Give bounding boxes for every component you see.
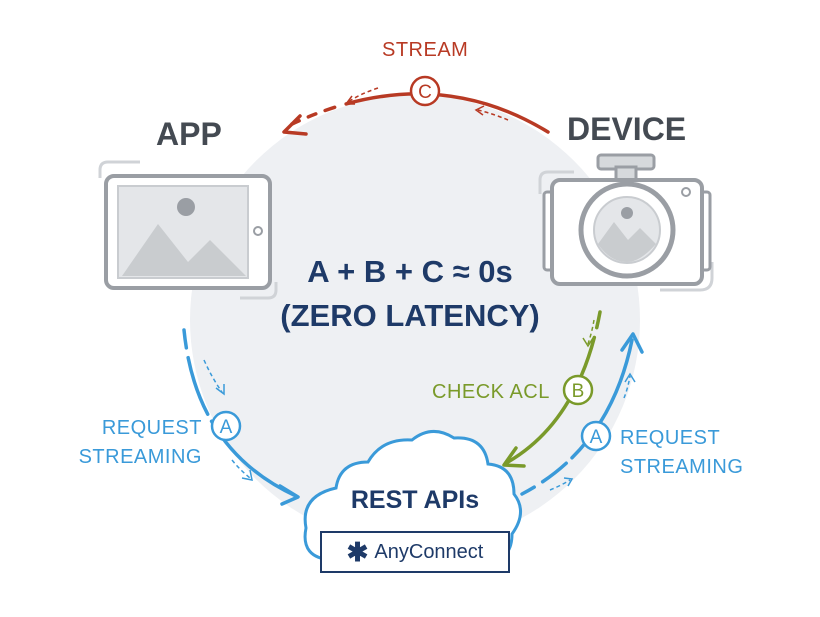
request-right-label: REQUEST STREAMING xyxy=(620,424,743,482)
svg-text:C: C xyxy=(418,82,432,103)
cloud-shape xyxy=(303,430,522,562)
anyconnect-logo: ✱ AnyConnect xyxy=(320,531,510,573)
asterisk-icon: ✱ xyxy=(346,537,369,567)
latency-caption: (ZERO LATENCY) xyxy=(280,298,540,333)
stream-marker: C xyxy=(409,75,441,107)
svg-text:A: A xyxy=(590,427,603,448)
latency-formula: A + B + C ≈ 0s xyxy=(307,254,513,289)
request-right-line1: REQUEST xyxy=(620,427,721,449)
rest-apis-title: REST APIs xyxy=(350,486,480,514)
request-right-line2: STREAMING xyxy=(620,456,744,478)
request-left-line2: STREAMING xyxy=(78,446,202,468)
anyconnect-brand: AnyConnect xyxy=(374,540,484,563)
app-title: APP xyxy=(156,116,222,152)
svg-text:B: B xyxy=(572,381,585,402)
acl-marker: B xyxy=(562,374,594,406)
request-marker-right: A xyxy=(580,420,612,452)
acl-arrow xyxy=(502,310,602,468)
request-marker-left: A xyxy=(210,410,242,442)
request-left-line1: REQUEST xyxy=(101,417,202,439)
stream-label: STREAM xyxy=(382,39,469,61)
svg-text:A: A xyxy=(220,417,233,438)
camera-icon xyxy=(538,153,714,292)
tablet-icon xyxy=(98,160,278,300)
check-acl-label: CHECK ACL xyxy=(432,381,550,403)
background-circle xyxy=(190,95,640,545)
request-left-label: REQUEST STREAMING xyxy=(74,414,202,472)
device-title: DEVICE xyxy=(567,111,687,147)
